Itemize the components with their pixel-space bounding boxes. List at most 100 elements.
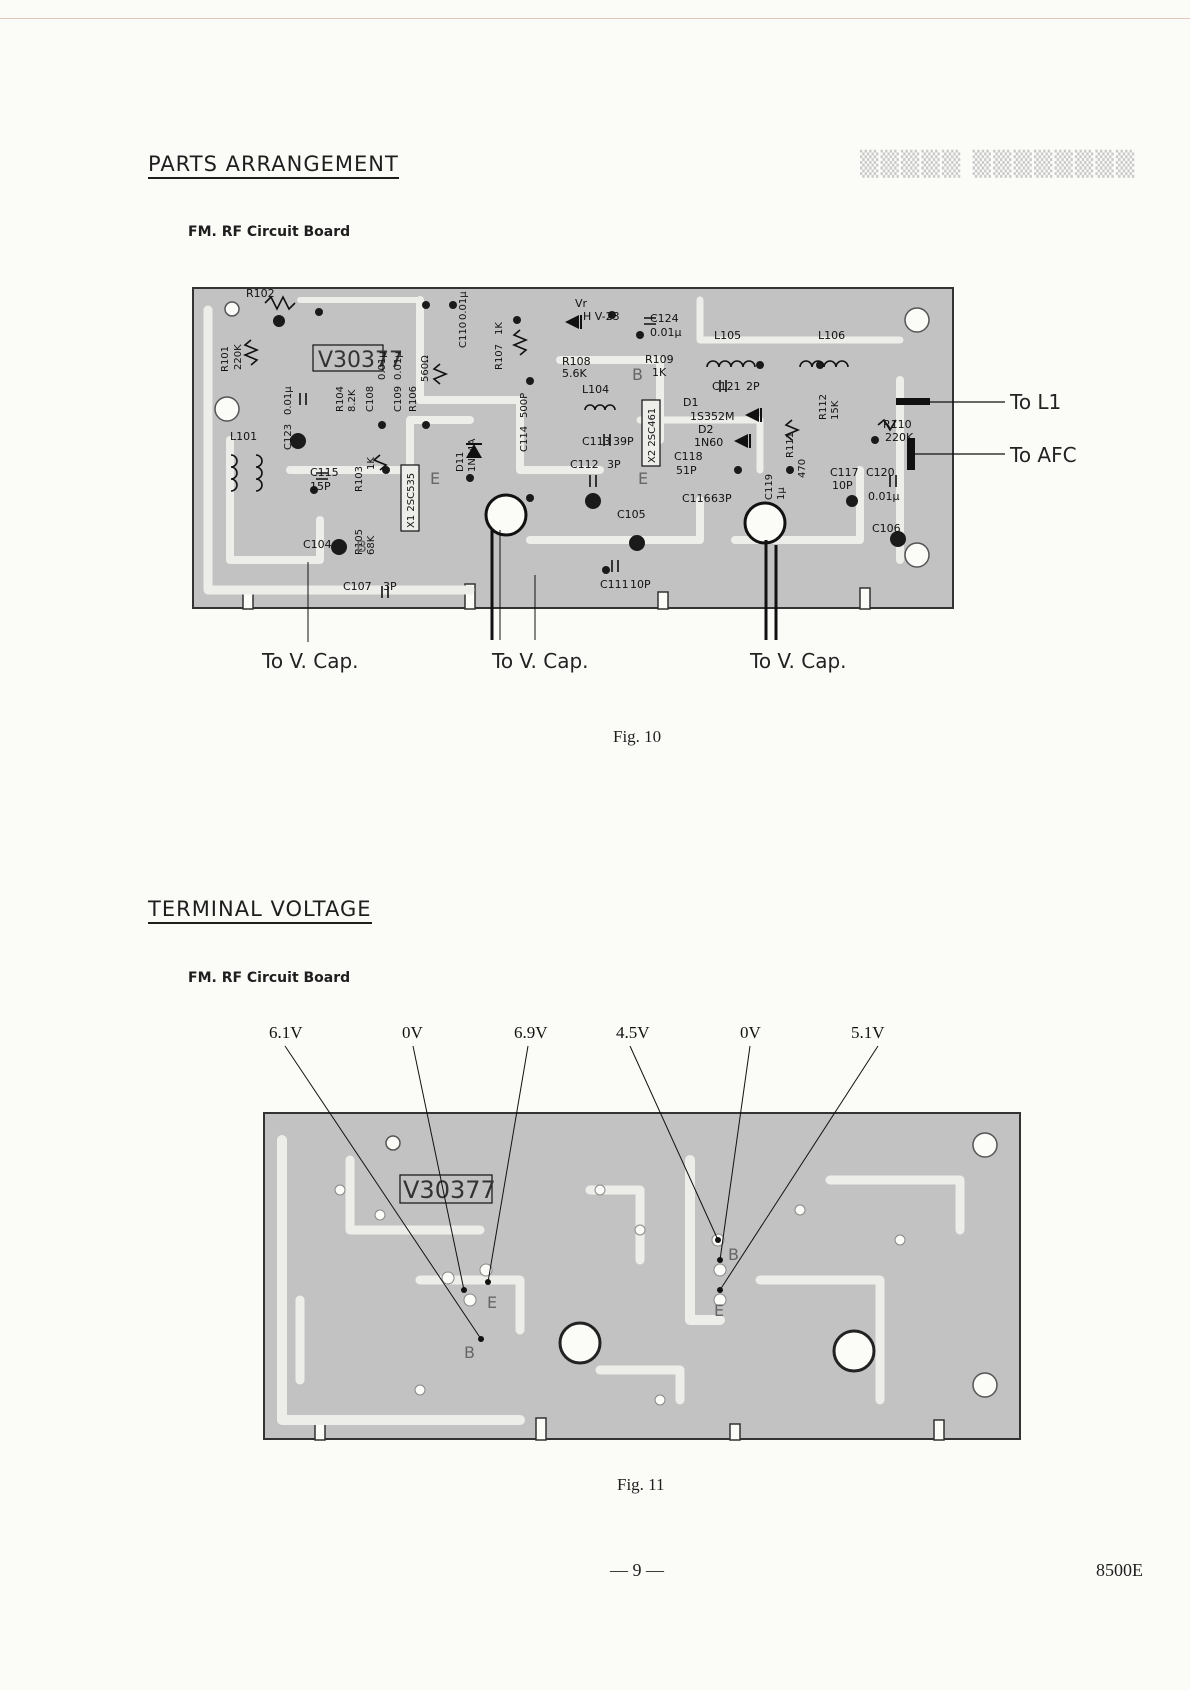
bleed-through-mark: ▒▒▒▒▒ ▒▒▒▒▒▒▒▒ <box>860 150 1137 178</box>
c119-label: C119 <box>764 474 775 500</box>
r107-value: 1K <box>494 322 505 335</box>
c115-value: 15P <box>310 480 331 493</box>
fig10-pin-e: E <box>430 469 440 488</box>
r106-value: 560Ω <box>420 355 431 382</box>
fig11-mounting-holes <box>385 1132 998 1398</box>
c109-label: C109 <box>393 386 404 412</box>
c108-value: 0.01μ <box>377 351 388 380</box>
to-vcap-callout-2: To V. Cap. <box>491 649 589 673</box>
page-number: — 9 — <box>610 1560 664 1580</box>
fig10-board-marking: V30377 <box>318 348 403 373</box>
fig11-traces <box>277 1135 965 1425</box>
d1-type: 1S352M <box>690 410 734 423</box>
voltage-label-2: 0V <box>402 1023 424 1042</box>
fig11-board-outline <box>263 1112 1021 1440</box>
fig11-board-marking: V30377 <box>403 1176 496 1204</box>
r111-value: 470 <box>797 459 808 478</box>
fig10-caption: Fig. 10 <box>613 727 662 746</box>
voltage-label-1: 6.1V <box>269 1023 303 1042</box>
l105-label: L105 <box>714 329 741 342</box>
c112-value: 3P <box>607 458 621 471</box>
r109-value: 1K <box>652 366 667 379</box>
fig10-pin-b: B <box>356 537 367 556</box>
c108-label: C108 <box>365 386 376 412</box>
to-vcap-callout-3: To V. Cap. <box>749 649 847 673</box>
c111-label: C111 <box>600 578 629 591</box>
terminal-voltage-heading: TERMINAL VOLTAGE <box>148 897 372 924</box>
d11-type: 1N34A <box>467 438 478 472</box>
c107-value: 3P <box>383 580 397 593</box>
r109-label: R109 <box>645 353 674 366</box>
d2-type: 1N60 <box>694 436 723 449</box>
c113-value: 39P <box>613 435 634 448</box>
r101-label: R101 <box>220 346 231 372</box>
c116-value: 63P <box>711 492 732 505</box>
voltage-label-6: 5.1V <box>851 1023 885 1042</box>
transistor-x1-label: X1 2SC535 <box>406 473 417 528</box>
l101-label: L101 <box>230 430 257 443</box>
to-l1-callout: To L1 <box>1009 390 1061 414</box>
to-afc-terminal <box>907 438 915 470</box>
c117-label: C117 <box>830 466 859 479</box>
c115-label: C115 <box>310 466 339 479</box>
c110-value: 0.01μ <box>458 291 469 320</box>
fig11-board-label: FM. RF Circuit Board <box>188 970 351 986</box>
c114-value: 500P <box>519 393 530 418</box>
r107-label: R107 <box>494 344 505 370</box>
fig10-pin-b-2: B <box>632 365 643 384</box>
c123-value: 0.01μ <box>283 386 294 415</box>
r103-label: R103 <box>354 466 365 492</box>
fig10-diodes <box>466 315 762 458</box>
c123-label: C123 <box>283 424 294 450</box>
fig11-voltage-leaders <box>284 1045 879 1340</box>
r104-label: R104 <box>335 386 346 412</box>
r106-label: R106 <box>408 386 419 412</box>
d2-label: D2 <box>698 423 713 436</box>
c106-label: C106 <box>872 522 901 535</box>
r112-value: 15K <box>830 400 841 420</box>
d11-label: D11 <box>455 452 466 472</box>
fig10-board-label: FM. RF Circuit Board <box>188 224 351 240</box>
fig10-component-symbols <box>230 295 897 598</box>
parts-arrangement-heading: PARTS ARRANGEMENT <box>148 152 399 179</box>
transistor-x2-label: X2 2SC461 <box>647 408 658 463</box>
fig11-pin-b-2: B <box>728 1245 739 1264</box>
fig10-mounting-holes <box>214 301 930 568</box>
c120-label: C120 <box>866 466 895 479</box>
c111-value: 10P <box>630 578 651 591</box>
fig11-pin-e-2: E <box>714 1301 724 1320</box>
top-edge-rule <box>0 18 1190 19</box>
r112-label: R112 <box>818 394 829 420</box>
r110-label: R110 <box>883 418 912 431</box>
fig11-solder-pads <box>334 1184 906 1406</box>
c112-label: C112 <box>570 458 599 471</box>
fig10-leader-lines <box>307 401 1005 642</box>
r105-value: 68K <box>366 535 377 555</box>
c109-value: 0.01μ <box>393 351 404 380</box>
voltage-label-5: 0V <box>740 1023 762 1042</box>
c120-value: 0.01μ <box>868 490 900 503</box>
r111-label: R111 <box>785 432 796 458</box>
voltage-label-4: 4.5V <box>616 1023 650 1042</box>
vr-label: Vr <box>575 297 588 310</box>
r103-value: 1K <box>366 457 377 470</box>
c124-label: C124 <box>650 312 679 325</box>
hv23-label: H V-23 <box>583 310 620 323</box>
c116-label: C116 <box>682 492 711 505</box>
fig10-pin-e-2: E <box>638 469 648 488</box>
c121-label: C121 <box>712 380 741 393</box>
r105-label: R105 <box>354 529 365 555</box>
c119-value: 1μ <box>776 487 787 500</box>
r101-value: 220K <box>233 344 244 370</box>
model-number: 8500E <box>1096 1560 1143 1580</box>
r110-value: 220K <box>885 431 914 444</box>
r108-value: 5.6K <box>562 367 587 380</box>
fig11-caption: Fig. 11 <box>617 1475 665 1494</box>
c118-value: 51P <box>676 464 697 477</box>
fig10-solder-pads <box>273 301 906 574</box>
c107-label: C107 <box>343 580 372 593</box>
c121-value: 2P <box>746 380 760 393</box>
to-vcap-callout-1: To V. Cap. <box>261 649 359 673</box>
